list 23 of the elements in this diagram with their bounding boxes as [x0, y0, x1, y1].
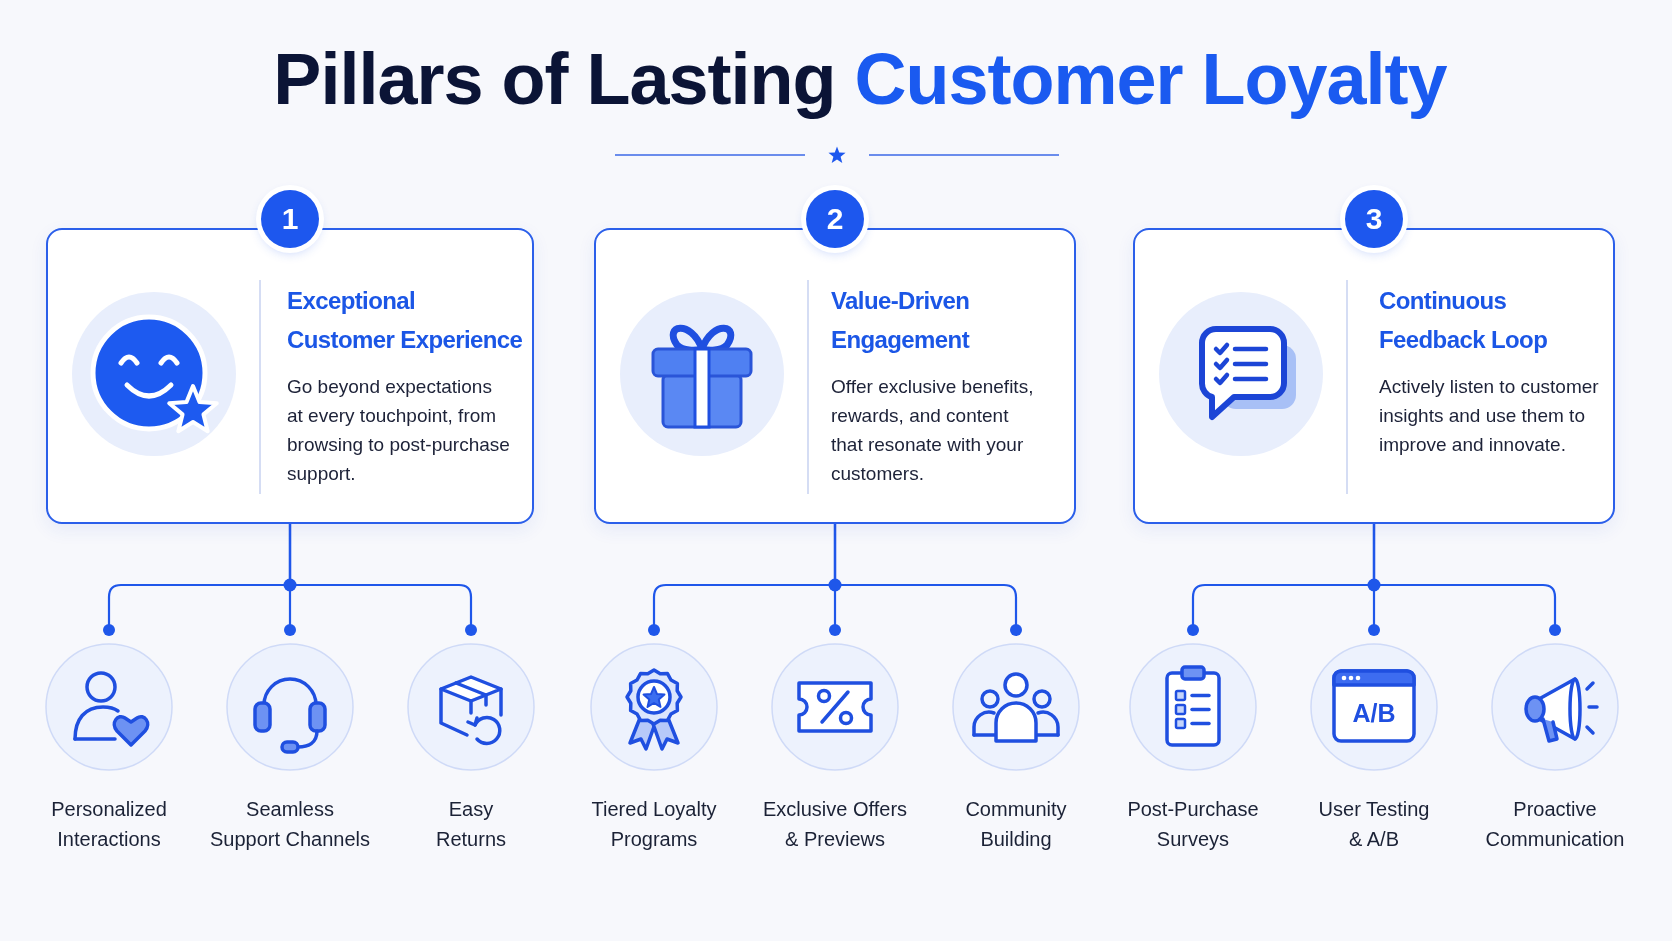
- pillar-card: [594, 228, 1076, 524]
- pillar-card: [46, 228, 534, 524]
- pillar-description: Go beyond expectations at every touchpoint, from browsing to post-purchase support.: [287, 375, 511, 486]
- pillar-item-label: Easy Returns: [436, 797, 506, 852]
- icon-text: A/B: [1352, 698, 1396, 728]
- connector-line: [1372, 522, 1561, 636]
- pillar-item-label: Proactive Communication: [1485, 797, 1625, 852]
- pillar-description: Offer exclusive benefits, rewards, and content that resonate with your customers.: [831, 375, 1035, 486]
- pillar-item-label: Tiered Loyalty Programs: [591, 797, 717, 852]
- pillar-heading: Value-Driven Engagement: [831, 286, 971, 355]
- pillar-item-label: Community Building: [965, 797, 1067, 852]
- pillar-heading: Continuous Feedback Loop: [1379, 286, 1549, 355]
- pillar-card: [1133, 228, 1615, 524]
- connector-line: [288, 522, 477, 636]
- title: Pillars of Lasting Customer Loyalty: [272, 38, 1448, 121]
- connector-line: [833, 522, 1022, 636]
- pillar-item-label: Seamless Support Channels: [209, 797, 371, 852]
- pillar-item-label: Exclusive Offers & Previews: [762, 797, 908, 852]
- pillar-item-label: Post-Purchase Surveys: [1127, 797, 1259, 852]
- pillar-heading: Exceptional Customer Experience: [287, 286, 523, 355]
- pillar-item-label: Personalized Interactions: [51, 797, 167, 852]
- pillar-item-label: User Testing & A/B: [1318, 797, 1430, 852]
- pillar-description: Actively listen to customer insights and use them to improve and innovate.: [1379, 375, 1600, 457]
